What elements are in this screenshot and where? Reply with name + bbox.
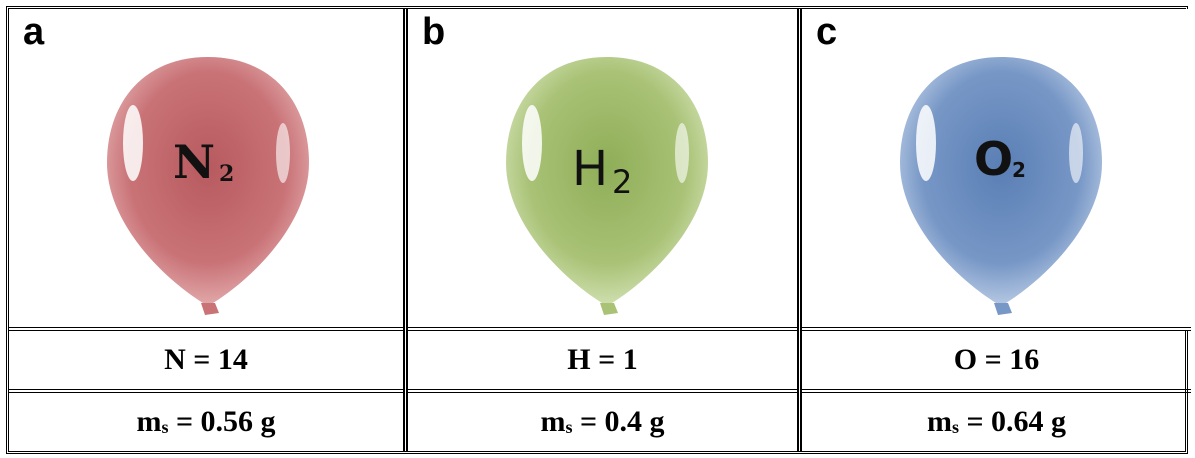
molecule-subscript: 2 [612,163,632,201]
molecule-symbol: H [572,141,608,197]
molecule-symbol: N [173,135,215,189]
balloon-cell-b: b H 2 [408,9,797,331]
balloon-cell-a: a N 2 [9,9,403,331]
atomic-mass-cell-a: N = 14 [9,331,403,393]
atomic-mass-cell-c: O = 16 [802,331,1191,393]
column-b: b H 2 H = 1 ms = 0.4 g [403,9,797,451]
atomic-mass: H = 1 [567,343,638,376]
molecule-subscript: 2 [219,161,234,187]
sample-mass: ms = 0.64 g [926,405,1067,438]
atomic-mass-cell-b: H = 1 [408,331,797,393]
sample-mass-cell-a: ms = 0.56 g [9,393,403,451]
sample-mass: ms = 0.56 g [136,405,276,438]
panel-letter: a [23,11,45,53]
atomic-mass: O = 16 [953,343,1040,376]
balloon-cell-c: c O 2 [802,9,1191,331]
molecule-subscript: 2 [1012,158,1026,182]
atomic-mass: N = 14 [164,343,248,376]
balloon-o2-image: O 2 [900,57,1102,315]
panel-letter: c [816,11,838,53]
balloon-h2-image: H 2 [506,57,708,315]
balloon-n2-image: N 2 [107,57,309,315]
sample-mass: ms = 0.4 g [540,405,665,438]
balloon-comparison-table: a N 2 N = 14 ms = 0.56 [6,6,1191,454]
column-c: c O 2 O = 16 ms = 0.64 [797,9,1191,451]
column-a: a N 2 N = 14 ms = 0.56 [9,9,403,451]
sample-mass-cell-b: ms = 0.4 g [408,393,797,451]
sample-mass-cell-c: ms = 0.64 g [802,393,1191,451]
panel-letter: b [422,11,446,53]
molecule-symbol: O [974,132,1013,186]
